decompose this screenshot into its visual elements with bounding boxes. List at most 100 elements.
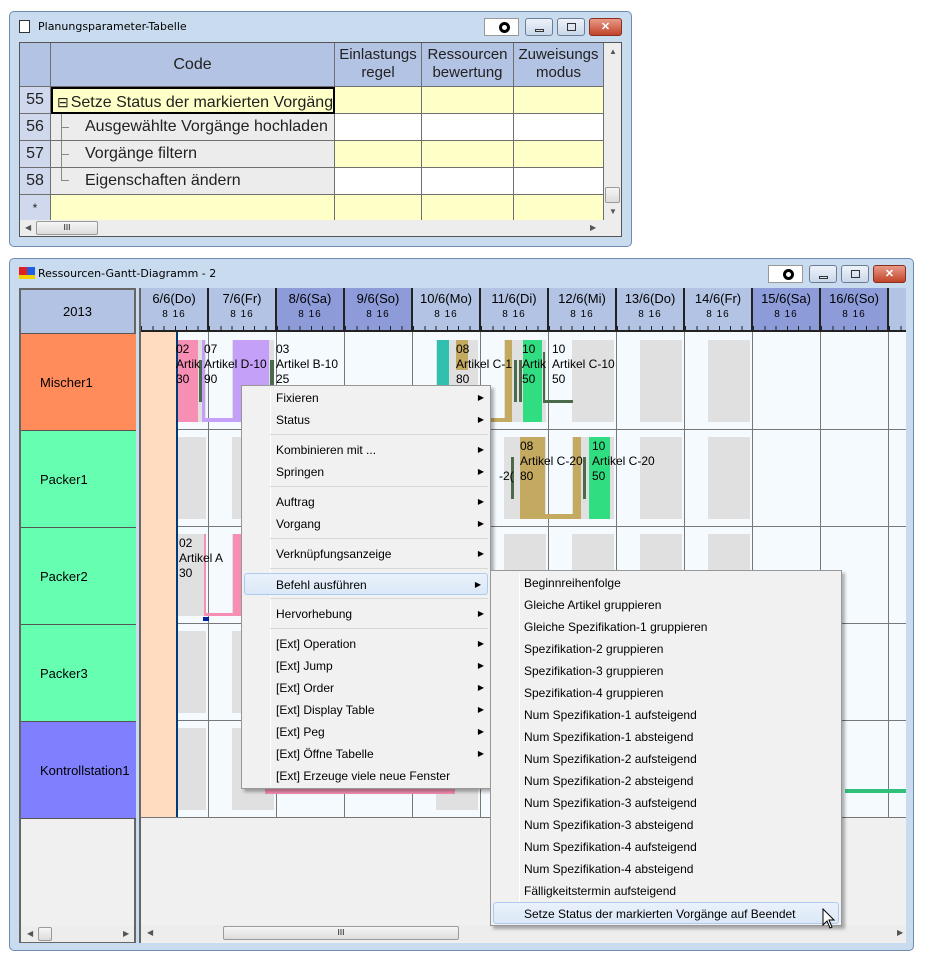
task-bar[interactable] (178, 340, 198, 422)
param-cell[interactable] (422, 114, 514, 141)
horizontal-scrollbar[interactable]: ◀ III ▶ (20, 220, 621, 236)
menu-item-ext-order[interactable]: [Ext] Order▶ (242, 677, 490, 699)
gantt-scroll-thumb[interactable]: III (223, 926, 459, 940)
task-bar[interactable] (545, 514, 573, 519)
menu-item-befehl-ausführen[interactable]: Befehl ausführen▶ (244, 573, 488, 595)
menu-item-kombinieren-mit[interactable]: Kombinieren mit ...▶ (242, 439, 490, 461)
task-bar[interactable] (505, 340, 512, 422)
code-cell[interactable]: Eigenschaften ändern (51, 168, 335, 195)
pin-button[interactable] (768, 265, 803, 283)
task-label[interactable]: -2( (499, 454, 514, 499)
task-bar[interactable] (845, 789, 906, 793)
resource-scroll-thumb[interactable] (38, 927, 52, 941)
menu-item-num-spezifikation-2-aufsteigend[interactable]: Num Spezifikation-2 aufsteigend (491, 748, 841, 770)
pin-button[interactable] (484, 18, 519, 36)
task-bar[interactable] (204, 613, 244, 616)
gantt-hscrollbar[interactable]: ◀ III ▶ (141, 925, 906, 941)
task-bar[interactable] (520, 437, 545, 519)
task-bar[interactable] (199, 360, 202, 402)
minimize-button[interactable] (809, 265, 837, 283)
param-cell[interactable] (422, 87, 514, 114)
row-number[interactable]: 58 (20, 168, 51, 195)
menu-item-setze-status-der-markierten-vorgänge-auf-beendet[interactable]: Setze Status der markierten Vorgänge auf… (493, 902, 839, 924)
task-bar[interactable] (514, 360, 517, 402)
title-bar[interactable]: Ressourcen-Gantt-Diagramm - 2 ✕ (10, 259, 913, 288)
collapse-icon[interactable]: ⊟ (57, 94, 69, 110)
resource-row[interactable]: Mischer1 (21, 334, 136, 431)
param-cell[interactable] (422, 195, 514, 222)
menu-item-num-spezifikation-2-absteigend[interactable]: Num Spezifikation-2 absteigend (491, 770, 841, 792)
param-cell[interactable] (335, 114, 422, 141)
menu-item-vorgang[interactable]: Vorgang▶ (242, 513, 490, 535)
column-header-code[interactable]: Code (51, 43, 335, 87)
menu-item-ext-öffne-tabelle[interactable]: [Ext] Öffne Tabelle▶ (242, 743, 490, 765)
minimize-button[interactable] (525, 18, 553, 36)
resource-row[interactable]: Kontrollstation1 (21, 722, 136, 819)
task-bar[interactable] (456, 340, 468, 370)
param-cell[interactable] (514, 168, 604, 195)
resource-row[interactable]: Packer1 (21, 431, 136, 528)
code-cell[interactable] (51, 195, 335, 222)
menu-item-num-spezifikation-1-aufsteigend[interactable]: Num Spezifikation-1 aufsteigend (491, 704, 841, 726)
param-cell[interactable] (335, 87, 422, 114)
task-bar[interactable] (204, 534, 206, 613)
row-number[interactable]: 57 (20, 141, 51, 168)
resource-row[interactable]: Packer2 (21, 528, 136, 625)
param-cell[interactable] (422, 168, 514, 195)
menu-item-hervorhebung[interactable]: Hervorhebung▶ (242, 603, 490, 625)
task-bar[interactable] (233, 534, 244, 613)
maximize-button[interactable] (841, 265, 869, 283)
menu-item-fälligkeitstermin-aufsteigend[interactable]: Fälligkeitstermin aufsteigend (491, 880, 841, 902)
menu-item-ext-operation[interactable]: [Ext] Operation▶ (242, 633, 490, 655)
code-cell[interactable]: Vorgänge filtern (51, 141, 335, 168)
menu-item-gleiche-spezifikation-1-gruppieren[interactable]: Gleiche Spezifikation-1 gruppieren (491, 616, 841, 638)
param-cell[interactable] (335, 168, 422, 195)
task-bar[interactable] (203, 617, 209, 621)
task-bar[interactable] (270, 360, 274, 402)
param-cell[interactable] (514, 195, 604, 222)
resource-row[interactable]: Packer3 (21, 625, 136, 722)
menu-item-spezifikation-2-gruppieren[interactable]: Spezifikation-2 gruppieren (491, 638, 841, 660)
task-bar[interactable] (202, 340, 205, 422)
param-cell[interactable] (514, 114, 604, 141)
menu-item-auftrag[interactable]: Auftrag▶ (242, 491, 490, 513)
menu-item-num-spezifikation-3-absteigend[interactable]: Num Spezifikation-3 absteigend (491, 814, 841, 836)
task-bar[interactable] (543, 352, 545, 402)
task-bar[interactable] (543, 400, 573, 403)
code-cell[interactable]: Ausgewählte Vorgänge hochladen (51, 114, 335, 141)
scroll-up-icon[interactable]: ▲ (609, 47, 617, 56)
param-cell[interactable] (335, 195, 422, 222)
menu-item-verknüpfungsanzeige[interactable]: Verknüpfungsanzeige▶ (242, 543, 490, 565)
menu-item-spezifikation-4-gruppieren[interactable]: Spezifikation-4 gruppieren (491, 682, 841, 704)
task-bar[interactable] (523, 340, 542, 422)
menu-item-fixieren[interactable]: Fixieren▶ (242, 387, 490, 409)
code-cell[interactable]: ⊟Setze Status der markierten Vorgäng (51, 87, 335, 114)
menu-item-gleiche-artikel-gruppieren[interactable]: Gleiche Artikel gruppieren (491, 594, 841, 616)
scroll-down-icon[interactable]: ▼ (609, 207, 617, 216)
param-cell[interactable] (422, 141, 514, 168)
scroll-right-icon[interactable]: ▶ (123, 929, 130, 938)
close-button[interactable]: ✕ (873, 265, 906, 283)
task-bar[interactable] (202, 418, 269, 422)
param-cell[interactable] (514, 141, 604, 168)
menu-item-ext-jump[interactable]: [Ext] Jump▶ (242, 655, 490, 677)
task-bar[interactable] (519, 360, 522, 402)
menu-item-num-spezifikation-3-aufsteigend[interactable]: Num Spezifikation-3 aufsteigend (491, 792, 841, 814)
row-number[interactable]: * (20, 195, 51, 222)
param-cell[interactable] (514, 87, 604, 114)
task-bar[interactable] (589, 437, 610, 519)
menu-item-num-spezifikation-4-absteigend[interactable]: Num Spezifikation-4 absteigend (491, 858, 841, 880)
scroll-right-icon[interactable]: ▶ (590, 223, 597, 232)
scroll-left-icon[interactable]: ◀ (25, 223, 32, 232)
scroll-left-icon[interactable]: ◀ (147, 928, 154, 937)
vertical-scrollbar[interactable]: ▲ ▼ (604, 43, 621, 220)
